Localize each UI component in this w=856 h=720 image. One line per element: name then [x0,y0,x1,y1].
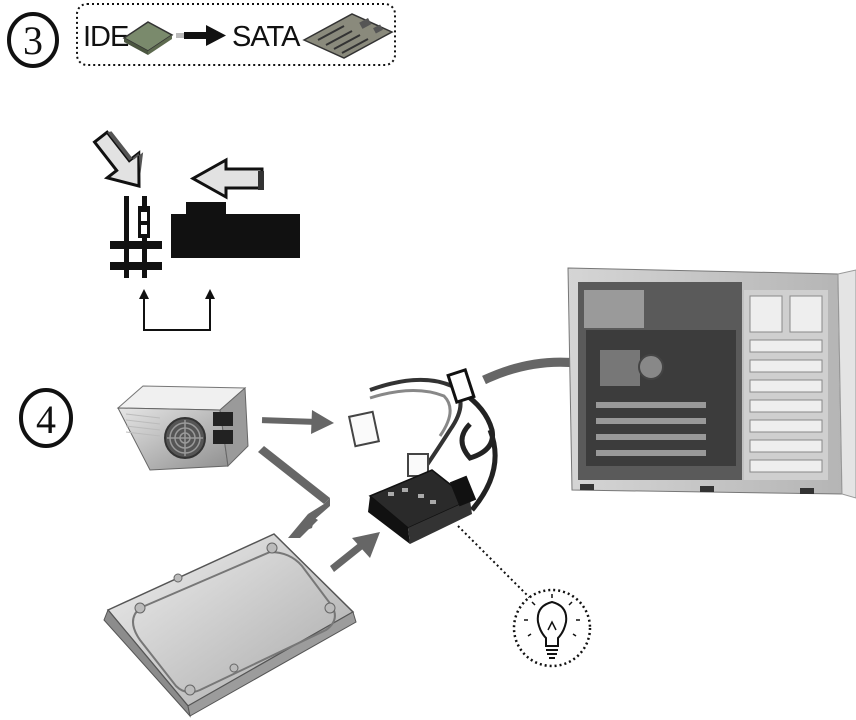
drive-to-adapter-arrow [330,532,380,572]
motherboard [586,330,736,466]
sata-label: SATA [232,21,301,53]
sata-card-icon [302,13,394,59]
arrow-right-icon [176,25,226,46]
hard-drive [103,533,357,718]
power-supply-unit [116,385,249,471]
jumper-pins [110,196,162,278]
ide-label: IDE [83,21,129,53]
step-4-badge: 4 [19,388,73,448]
tip-callout [457,525,592,668]
down-arrow-icon [92,130,144,188]
bracket-arrows [139,289,215,331]
psu-to-drive-arrow [258,446,330,538]
jumper-diagram [92,130,300,331]
step-3-number: 3 [23,18,43,63]
left-arrow-icon [189,157,264,200]
ide-card-icon [122,21,174,55]
computer-case [567,267,856,499]
step-4-number: 4 [36,397,56,442]
ide-to-sata-banner: IDE SATA [76,3,396,66]
ide-sata-adapter [347,368,498,544]
step-4: 4 [19,267,856,718]
psu-bay [584,290,644,328]
jumper-block [171,202,300,258]
lightbulb-icon [524,594,580,659]
flow-arrows [258,410,380,572]
step-3: 3 IDE SATA [7,3,396,331]
fan-grille [167,420,203,456]
psu-to-adapter-arrow [261,410,334,434]
drive-bays [744,290,828,480]
step-3-badge: 3 [7,12,59,68]
